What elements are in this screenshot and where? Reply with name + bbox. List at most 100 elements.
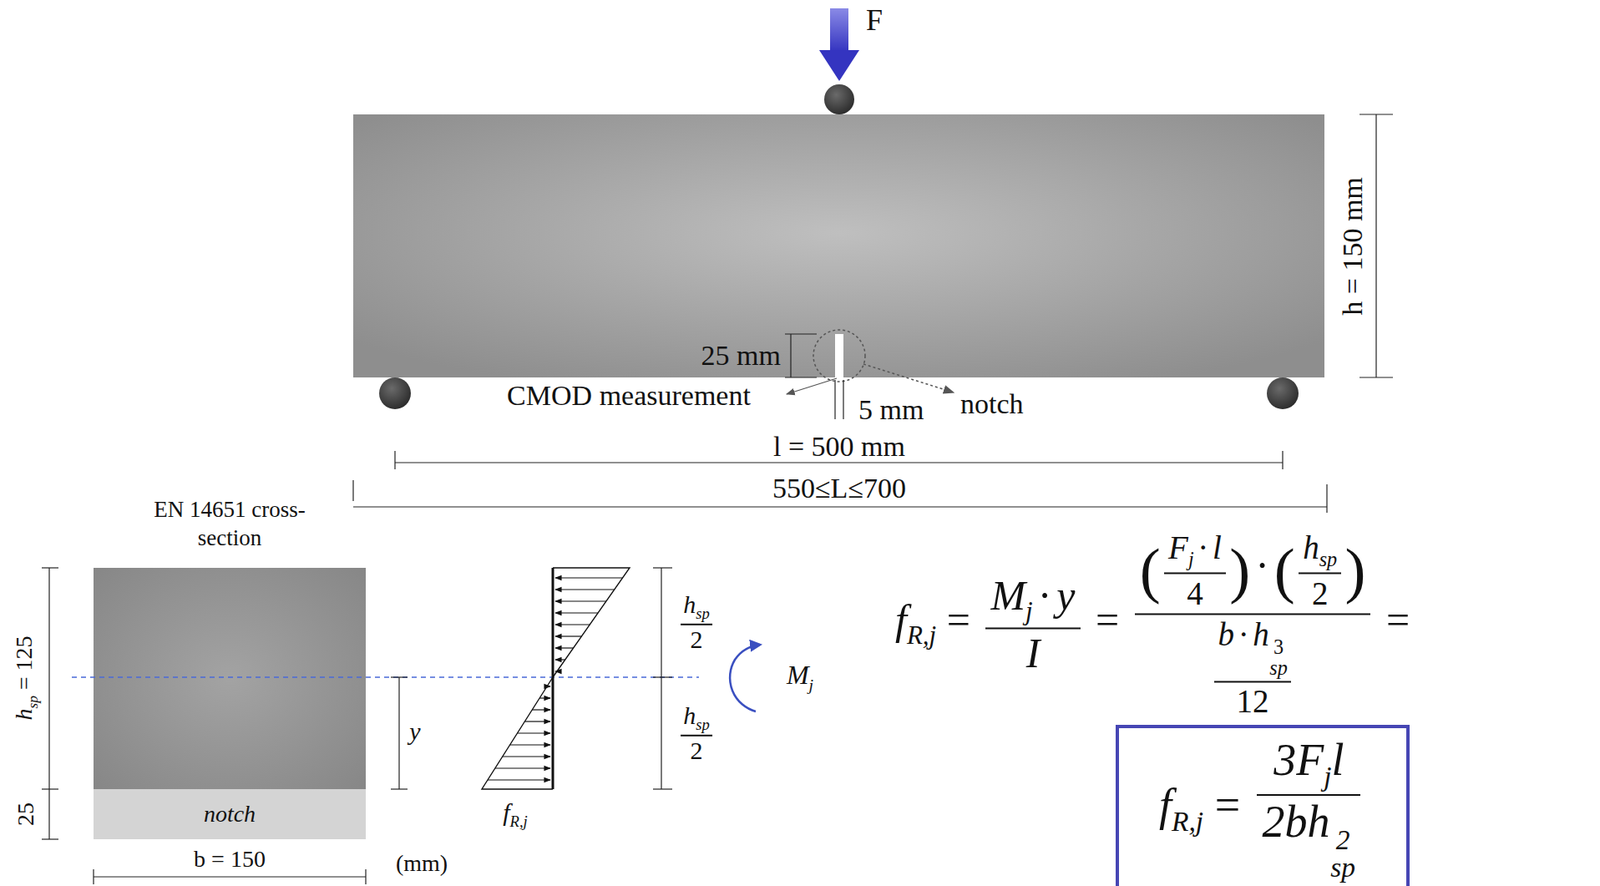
dimension-line (353, 506, 1327, 507)
label-text: sp (24, 695, 41, 709)
dimension-line (394, 450, 395, 470)
label-text: 2 (689, 625, 703, 654)
load-arrow (819, 50, 860, 82)
stress-arrow (555, 635, 582, 637)
section-dimension (41, 567, 59, 568)
label-text: ) (1229, 536, 1251, 606)
label-text: h (10, 708, 37, 721)
load-arrow (819, 8, 860, 115)
node-text: EN 14651 cross-section (146, 496, 314, 553)
section-dimension (653, 788, 673, 790)
unit-label: (mm) (395, 851, 448, 876)
label-text: · (1238, 616, 1250, 653)
dimension-label: hsp 2 (677, 592, 716, 653)
node-text: j (1323, 760, 1332, 792)
label-text: sp (695, 604, 710, 623)
stress-arrow (555, 623, 590, 625)
label-text: F (865, 3, 883, 37)
label-text: j (809, 674, 815, 694)
stress-diagram (481, 677, 553, 790)
dimension-label: hsp2 (677, 703, 716, 764)
callout-label: CMOD measurement (506, 381, 751, 411)
dimension-line (353, 114, 1393, 513)
dimension-line (1359, 376, 1393, 378)
label-text: sp (1269, 656, 1288, 679)
callout-label: notch (960, 389, 1024, 419)
label-text: 4 (1186, 575, 1204, 612)
label-text: l = 500 mm (773, 430, 906, 462)
beam-specimen (353, 114, 1325, 378)
label-text: ( (1274, 536, 1296, 606)
stress-diagram (552, 567, 630, 678)
cross-section (93, 567, 366, 790)
section-dimension (92, 869, 94, 885)
notch-detail (786, 378, 837, 395)
stress-arrow (555, 612, 598, 613)
label-text: b (1217, 616, 1235, 653)
label-text: ( (1139, 536, 1161, 606)
beam-specimen (353, 114, 1325, 378)
label-text: 2 (689, 736, 703, 765)
label-text: = (946, 596, 971, 644)
formula-box: fR,j=3Fjl2bh2sp (1115, 724, 1410, 886)
label-text: 2 (1311, 575, 1329, 612)
label-text: = 125 (10, 635, 37, 690)
stress-arrow (517, 732, 552, 734)
label-text: sp (695, 715, 710, 734)
notch-detail (813, 329, 866, 382)
load-arrow (830, 8, 849, 52)
stress-arrow (502, 755, 551, 757)
support-roller (1266, 377, 1299, 410)
moment-arrow (729, 644, 760, 712)
label-text: j (1188, 548, 1195, 572)
label-text: CMOD measurement (506, 379, 751, 411)
stress-arrow (487, 779, 551, 780)
stress-label: fR,j (502, 800, 528, 831)
label-text: M (990, 572, 1026, 620)
label-text: M (786, 659, 810, 690)
dimension-label: l = 500 mm (773, 432, 906, 461)
moment-arrow (729, 644, 760, 712)
label-text: f (895, 596, 907, 644)
label-text: · (1197, 529, 1209, 566)
node-text: 2bh (1262, 796, 1331, 847)
section-dimension (653, 676, 673, 678)
stress-arrow (555, 600, 607, 602)
label-text: = (1386, 596, 1410, 644)
label-text: h (683, 590, 696, 618)
section-dimension (41, 788, 59, 790)
section-dimension (93, 875, 366, 877)
label-text: notch (960, 388, 1024, 420)
dimension-line (784, 333, 817, 335)
stress-arrow (555, 670, 557, 672)
dimension-line (352, 480, 354, 502)
dimension-line (789, 334, 791, 378)
dimension-label: b = 150 (193, 847, 266, 871)
node-text: sp (1330, 851, 1356, 883)
label-text: ) (1344, 536, 1366, 606)
label-text: 12 (1236, 683, 1270, 720)
label-text: f (502, 798, 510, 826)
dimension-line (394, 461, 1283, 463)
section-dimension (660, 567, 662, 790)
label-text: · (1255, 542, 1270, 590)
label-text: 25 (12, 802, 39, 826)
label-text: F (1168, 529, 1189, 566)
notch-band: notch (93, 789, 366, 840)
label-text: y (409, 717, 421, 745)
dimension-label: hsp = 125 (12, 635, 41, 720)
stress-arrow (531, 708, 551, 710)
dimension-line (1359, 113, 1393, 115)
formula: fR,j=Mj·yI=(Fj·l4)·(hsp2)b·h3sp12= (895, 531, 1421, 718)
dimension-label: y (409, 718, 421, 745)
section-dimension (390, 676, 408, 678)
stress-arrow (510, 744, 551, 745)
stress-arrow (546, 685, 551, 687)
stress-arrow (524, 720, 551, 722)
dimension-line (834, 379, 836, 420)
label-text: 25 mm (701, 339, 781, 371)
label-text: · (1037, 572, 1053, 620)
cross-section (93, 567, 366, 840)
dimension-label: 550≤L≤700 (772, 474, 907, 503)
label-text: I (1026, 629, 1041, 677)
